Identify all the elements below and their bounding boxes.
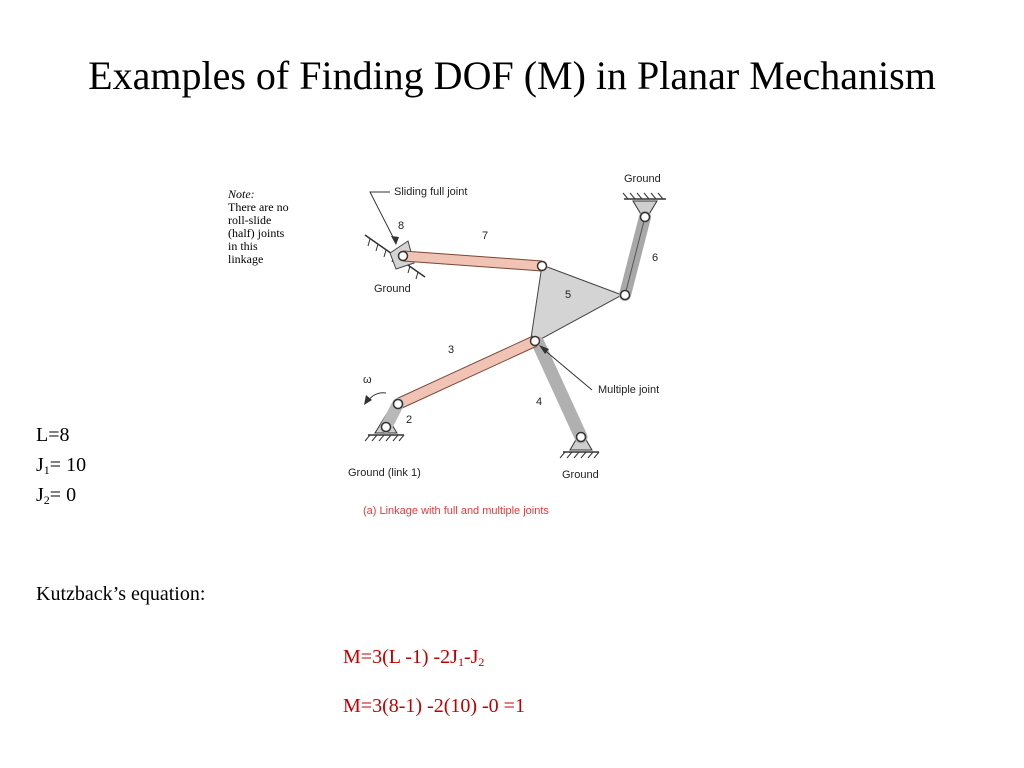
label-ground-top: Ground <box>624 173 661 185</box>
label-multiple-joint: Multiple joint <box>598 384 659 396</box>
kutzback-equation: M=3(L -1) -2J1-J2 <box>343 646 485 669</box>
link-3 <box>392 335 541 410</box>
note-line: in this <box>228 239 258 253</box>
label-ground-bottom: Ground <box>562 469 599 481</box>
sliding-joint-arrow <box>369 191 399 245</box>
multiple-joint-arrow <box>539 345 593 391</box>
label-link-8: 8 <box>398 220 404 232</box>
label-ground-left: Ground <box>374 283 411 295</box>
label-link-6: 6 <box>652 252 658 264</box>
figure-note: Note: There are no roll-slide (half) joi… <box>228 188 318 266</box>
note-line: roll-slide <box>228 213 272 227</box>
link-joint-counts: L=8 J1= 10 J2= 0 <box>36 420 86 510</box>
note-line: (half) joints <box>228 226 285 240</box>
dof-result-equation: M=3(8-1) -2(10) -0 =1 <box>343 695 525 717</box>
note-line: There are no <box>228 200 289 214</box>
full-joints-count: J1= 10 <box>36 454 87 477</box>
links-count: L=8 <box>36 424 70 446</box>
link-4 <box>531 336 588 444</box>
label-link-3: 3 <box>448 344 454 356</box>
half-joints-count: J2= 0 <box>36 484 77 507</box>
linkage-diagram: Sliding full joint Ground Ground Ground … <box>348 173 666 517</box>
note-heading: Note: <box>228 187 255 201</box>
link-7 <box>397 250 548 272</box>
joint-pins <box>380 211 651 443</box>
link-5-body <box>529 264 624 346</box>
label-ground-link1: Ground (link 1) <box>348 467 421 479</box>
label-sliding-joint: Sliding full joint <box>394 186 467 198</box>
note-line: linkage <box>228 252 264 266</box>
label-link-5: 5 <box>565 289 571 301</box>
label-link-7: 7 <box>482 230 488 242</box>
slide-title: Examples of Finding DOF (M) in Planar Me… <box>88 53 936 98</box>
kutzback-label: Kutzback’s equation: <box>36 583 206 605</box>
label-link-2: 2 <box>406 414 412 426</box>
figure-caption: (a) Linkage with full and multiple joint… <box>363 505 549 517</box>
omega-arrow <box>364 392 387 405</box>
label-link-4: 4 <box>536 396 542 408</box>
label-omega: ω <box>363 374 372 386</box>
